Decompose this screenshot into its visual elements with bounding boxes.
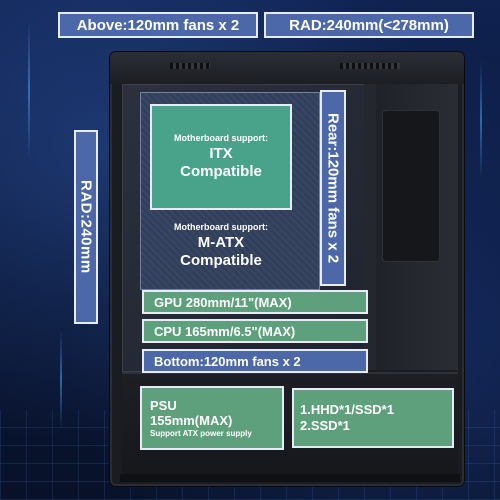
fan-mount-icon	[382, 110, 440, 262]
motherboard-matx-caption: Motherboard support:	[174, 222, 268, 232]
storage-line-2: 2.SSD*1	[300, 418, 350, 433]
top-vent	[340, 63, 400, 69]
top-radiator-label: RAD:240mm(<278mm)	[264, 12, 474, 38]
cpu-clearance-text: CPU 165mm/6.5"(MAX)	[154, 323, 296, 339]
light-streak	[480, 60, 482, 180]
psu-support: Support ATX power supply	[150, 428, 252, 438]
motherboard-matx-box: Motherboard support: M-ATX Compatible	[150, 216, 292, 276]
top-vent	[170, 63, 210, 69]
bottom-fans-label: Bottom:120mm fans x 2	[142, 349, 368, 373]
psu-label: PSU 155mm(MAX) Support ATX power supply	[140, 386, 284, 450]
top-fans-text: Above:120mm fans x 2	[76, 16, 240, 34]
front-radiator-text: RAD:240mm	[77, 180, 95, 274]
motherboard-itx-status: Compatible	[180, 163, 262, 180]
psu-length: 155mm(MAX)	[150, 412, 233, 428]
gpu-clearance-label: GPU 280mm/11"(MAX)	[142, 290, 368, 314]
light-streak	[60, 330, 62, 430]
motherboard-matx-status: Compatible	[180, 252, 262, 269]
storage-label: 1.HHD*1/SSD*1 2.SSD*1	[292, 388, 454, 448]
bottom-fans-text: Bottom:120mm fans x 2	[154, 353, 301, 369]
top-radiator-text: RAD:240mm(<278mm)	[289, 16, 449, 34]
motherboard-itx-box: Motherboard support: ITX Compatible	[150, 104, 292, 210]
rear-fans-label: Rear:120mm fans x 2	[320, 90, 346, 286]
storage-line-1: 1.HHD*1/SSD*1	[300, 402, 394, 417]
cpu-clearance-label: CPU 165mm/6.5"(MAX)	[142, 319, 368, 343]
top-fans-label: Above:120mm fans x 2	[58, 12, 258, 38]
rear-fans-text: Rear:120mm fans x 2	[324, 112, 342, 264]
front-radiator-label: RAD:240mm	[74, 130, 98, 324]
case-top-panel	[110, 52, 464, 84]
gpu-clearance-text: GPU 280mm/11"(MAX)	[154, 294, 292, 310]
motherboard-matx-type: M-ATX	[197, 234, 245, 251]
psu-title: PSU	[150, 397, 177, 413]
case-feet	[120, 474, 460, 482]
motherboard-itx-type: ITX	[209, 145, 233, 162]
motherboard-itx-caption: Motherboard support:	[174, 133, 268, 143]
light-streak	[28, 20, 30, 160]
